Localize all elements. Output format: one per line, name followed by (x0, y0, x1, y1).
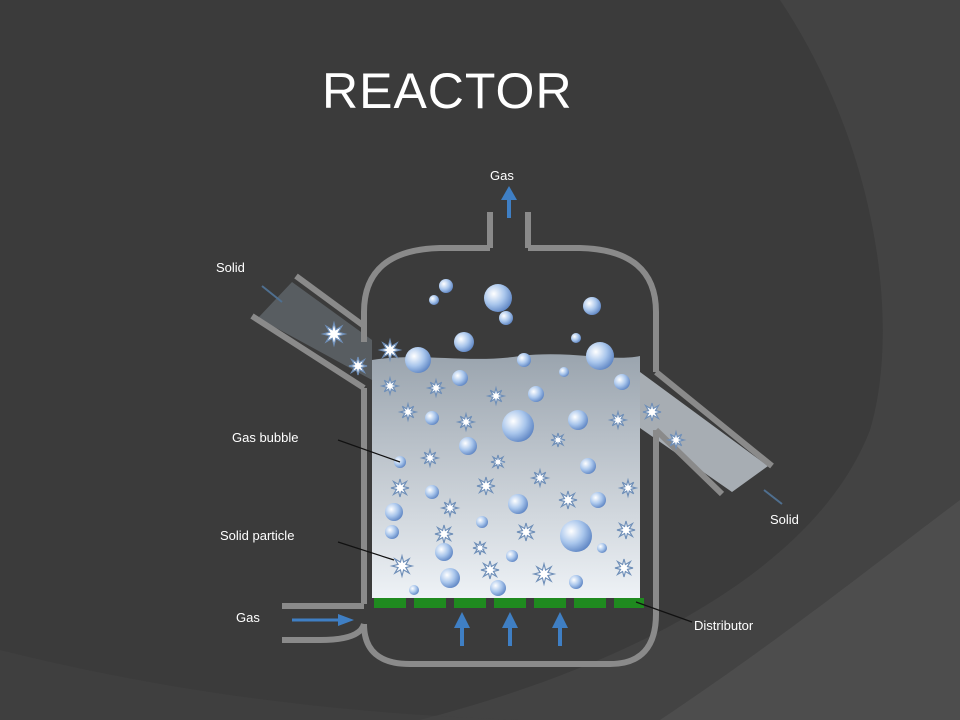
label-gas-outlet: Gas (490, 168, 514, 183)
solid-particle-star (434, 524, 454, 544)
solid-particle-star (480, 560, 500, 580)
label-leader-lines (337, 439, 693, 623)
solid-particle-star (425, 377, 447, 399)
solid-particle-star (516, 522, 536, 542)
label-gas-inlet: Gas (236, 610, 260, 625)
solid-outlet-fill (640, 372, 768, 492)
solid-particle-star (476, 476, 496, 496)
solid-particle-star (379, 375, 401, 397)
solid-particle-star (320, 320, 348, 348)
solid-particle-star (665, 429, 687, 451)
fluidized-bed (372, 354, 640, 598)
solid-particle-star (616, 520, 636, 540)
label-distributor: Distributor (694, 618, 754, 633)
label-solid-outlet: Solid (770, 512, 799, 527)
label-solid-particle: Solid particle (220, 528, 294, 543)
solid-particle-star (389, 553, 415, 579)
solid-particles (320, 320, 687, 587)
solid-particle-star (490, 454, 506, 470)
solid-particle-star (558, 490, 578, 510)
solid-particle-star (377, 337, 403, 363)
solid-particle-star (614, 558, 634, 578)
solid-flow-arrows (261, 285, 783, 505)
label-solid-inlet: Solid (216, 260, 245, 275)
solid-particle-star (607, 409, 629, 431)
slide-title: REACTOR (322, 63, 573, 119)
solid-particle-star (617, 477, 639, 499)
solid-particle-star (642, 402, 662, 422)
solid-particle-star (419, 447, 441, 469)
solid-inlet-fill (258, 282, 372, 380)
solid-particle-star (550, 432, 566, 448)
solid-particle-star (529, 467, 551, 489)
solid-particle-star (397, 401, 419, 423)
solid-particle-star (455, 411, 477, 433)
solid-particle-star (348, 356, 368, 376)
solid-particle-star (472, 540, 488, 556)
distributor-plate (374, 598, 644, 608)
solid-particle-star (390, 478, 410, 498)
gas-flow-arrows (292, 186, 568, 646)
gas-bubbles (385, 279, 630, 596)
solid-particle-star (485, 385, 507, 407)
solid-particle-star (439, 497, 461, 519)
label-gas-bubble: Gas bubble (232, 430, 299, 445)
vessel-wall (250, 212, 774, 667)
solid-particle-star (531, 561, 557, 587)
